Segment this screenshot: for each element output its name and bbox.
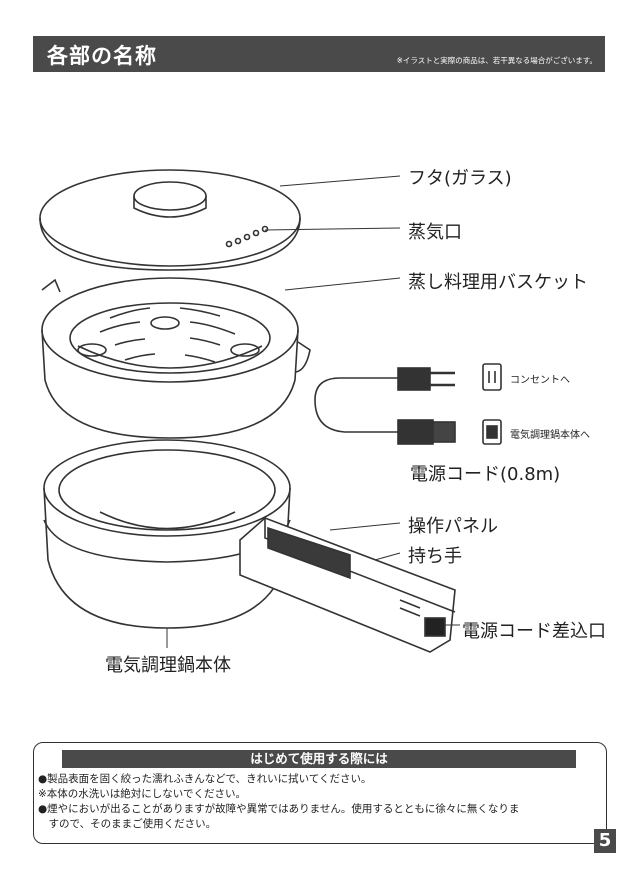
power-cord-illustration bbox=[314, 363, 502, 445]
basket-label: 蒸し料理用バスケット bbox=[408, 272, 588, 293]
section-title: 各部の名称 bbox=[47, 44, 157, 68]
notice-line: ●煙やにおいが出ることがありますが故障や異常ではありません。使用するとともに徐々… bbox=[38, 803, 520, 815]
cord-label: 電源コード(0.8m) bbox=[410, 464, 561, 485]
handle-illustration bbox=[239, 517, 456, 653]
basket-illustration bbox=[41, 277, 311, 439]
disclaimer-note: ※イラストと実際の商品は、若干異なる場合がございます。 bbox=[396, 56, 597, 65]
pot-illustration bbox=[43, 439, 291, 629]
panel-label: 操作パネル bbox=[408, 516, 498, 537]
page-number: 5 bbox=[594, 829, 616, 853]
notice-box bbox=[33, 742, 607, 844]
handle-label: 持ち手 bbox=[408, 546, 462, 567]
body-end-label: 電気調理鍋本体へ bbox=[510, 430, 590, 441]
cord-inlet-label: 電源コード差込口 bbox=[462, 621, 606, 642]
notice-line: ●製品表面を固く絞った濡れふきんなどで、きれいに拭いてください。 bbox=[38, 773, 372, 785]
notice-line: ※本体の水洗いは絶対にしないでください。 bbox=[38, 788, 246, 800]
notice-title: はじめて使用する際には bbox=[62, 750, 576, 768]
vent-label: 蒸気口 bbox=[408, 222, 462, 243]
section-header: 各部の名称 ※イラストと実際の商品は、若干異なる場合がございます。 bbox=[33, 36, 605, 72]
notice-line: すので、そのままご使用ください。 bbox=[38, 818, 217, 830]
outlet-end-label: コンセントへ bbox=[510, 375, 570, 386]
lid-illustration bbox=[39, 169, 301, 271]
lid-label: フタ(ガラス) bbox=[408, 168, 512, 189]
product-diagram bbox=[39, 169, 502, 653]
pot-label: 電気調理鍋本体 bbox=[105, 655, 231, 676]
